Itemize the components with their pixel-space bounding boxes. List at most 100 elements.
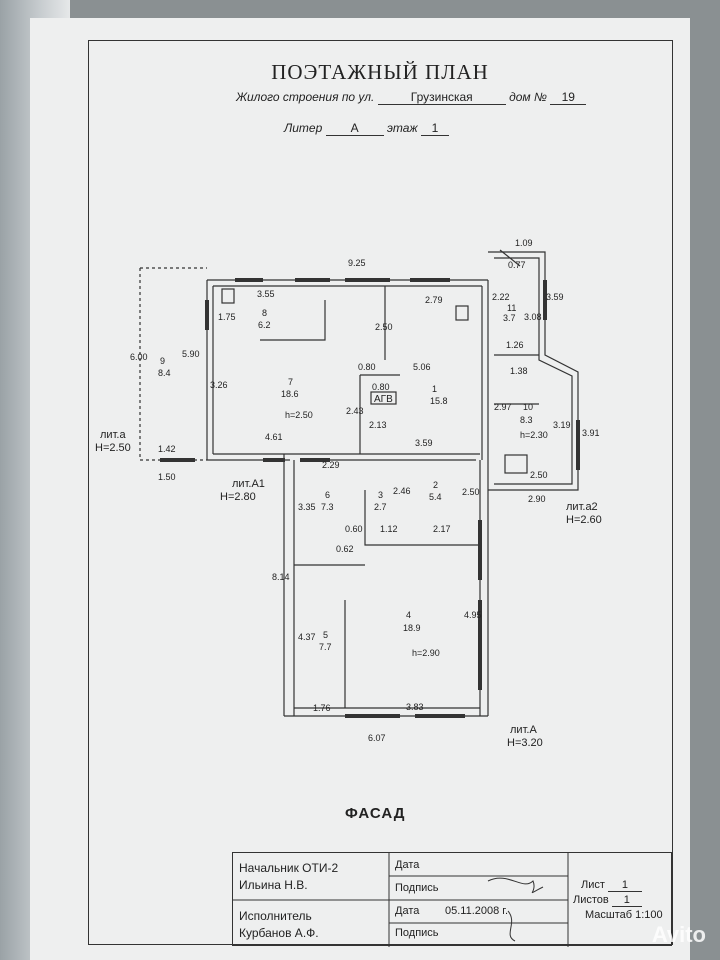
dim-label: 3.26 — [210, 380, 228, 390]
page-title: ПОЭТАЖНЫЙ ПЛАН — [271, 60, 489, 84]
agv-label: АГВ — [374, 394, 393, 405]
dim-label: 1.38 — [510, 366, 528, 376]
dim-label: 2.46 — [393, 486, 411, 496]
dim-label: 8.3 — [520, 415, 533, 425]
dim-label: 5.90 — [182, 349, 200, 359]
facade-label: ФАСАД — [345, 805, 406, 822]
dim-label: 1.26 — [506, 340, 524, 350]
role-2: Исполнитель — [239, 909, 312, 923]
dim-label: 1 — [432, 384, 437, 394]
dim-label: 15.8 — [430, 396, 448, 406]
dim-label: 5.4 — [429, 492, 442, 502]
liter-line: Литер А этаж 1 — [284, 121, 449, 136]
address-prefix: Жилого строения по ул. — [236, 90, 375, 104]
dim-label: 2.7 — [374, 502, 387, 512]
scale-label: Масштаб 1:100 — [585, 909, 663, 921]
lit-a2-label: лит.а2 — [566, 501, 598, 513]
house-label: дом № — [509, 90, 547, 104]
dim-label: 7.7 — [319, 642, 332, 652]
dim-label: 4 — [406, 610, 411, 620]
dim-label: 1.75 — [218, 312, 236, 322]
dim-label: 7.3 — [321, 502, 334, 512]
date-value: 05.11.2008 г. — [445, 905, 509, 917]
dim-label: 2.79 — [425, 295, 443, 305]
dim-label: 3.7 — [503, 313, 516, 323]
dim-label: 1.76 — [313, 703, 331, 713]
date-label-2: Дата — [395, 905, 420, 917]
dim-label: 2.29 — [322, 460, 340, 470]
dim-label: 3.59 — [546, 292, 564, 302]
sheet-line: Лист 1 — [581, 879, 642, 892]
dim-label: 3.08 — [524, 312, 542, 322]
dim-label: 8 — [262, 308, 267, 318]
liter-value: А — [325, 121, 384, 136]
dim-label: 2.50 — [375, 322, 393, 332]
dim-label: 3.59 — [415, 438, 433, 448]
lit-a1-height: H=2.80 — [220, 491, 256, 503]
dim-label: 5 — [323, 630, 328, 640]
dim-label: 0.80 — [372, 382, 390, 392]
dim-label: 6.00 — [130, 352, 148, 362]
dim-label: 2.50 — [462, 487, 480, 497]
title-block: Начальник ОТИ-2 Ильина Н.В. Исполнитель … — [232, 852, 672, 947]
liter-label: Литер — [284, 121, 323, 135]
lit-main-label: лит.А — [510, 724, 537, 736]
floor-label: этаж — [386, 121, 418, 135]
dim-label: 2.50 — [530, 470, 548, 480]
dim-label: 7 — [288, 377, 293, 387]
dim-label: 0.80 — [358, 362, 376, 372]
sheets-line: Листов 1 — [573, 894, 642, 907]
sign-label-1: Подпись — [395, 882, 439, 894]
sheets-label: Листов — [573, 894, 609, 906]
lit-main-height: H=3.20 — [507, 737, 543, 749]
drawing-frame — [88, 40, 673, 945]
dim-label: 2.22 — [492, 292, 510, 302]
document-sheet — [30, 18, 690, 960]
dim-label: 9.25 — [348, 258, 366, 268]
dim-label: 18.9 — [403, 623, 421, 633]
dim-label: 6.07 — [368, 733, 386, 743]
floor-value: 1 — [420, 121, 449, 136]
dim-label: 2.97 — [494, 402, 512, 412]
dim-label: h=2.90 — [412, 648, 440, 658]
lit-a-height: H=2.50 — [95, 442, 131, 454]
address-line: Жилого строения по ул. Грузинская дом № … — [236, 90, 587, 105]
sheet-value: 1 — [607, 879, 642, 892]
dim-label: 3.83 — [406, 702, 424, 712]
dim-label: 4.37 — [298, 632, 316, 642]
dim-label: 18.6 — [281, 389, 299, 399]
house-value: 19 — [550, 90, 587, 105]
dim-label: 1.12 — [380, 524, 398, 534]
dim-label: 6.2 — [258, 320, 271, 330]
dim-label: 10 — [523, 402, 533, 412]
dim-label: h=2.50 — [285, 410, 313, 420]
role-1: Начальник ОТИ-2 — [239, 861, 339, 875]
date-label-1: Дата — [395, 859, 420, 871]
dim-label: 1.42 — [158, 444, 176, 454]
dim-label: 3.55 — [257, 289, 275, 299]
dim-label: 9 — [160, 356, 165, 366]
dim-label: h=2.30 — [520, 430, 548, 440]
watermark: Avito — [651, 922, 706, 947]
sign-label-2: Подпись — [395, 927, 439, 939]
plan-dimensions: 9.25 1.09 0.77 2.22 3.08 3.59 3.55 2.79 … — [95, 238, 602, 749]
dim-label: 4.95 — [464, 610, 482, 620]
dim-label: 11 — [507, 303, 516, 313]
dim-label: 2.43 — [346, 406, 364, 416]
sheet-label: Лист — [581, 879, 605, 891]
name-1: Ильина Н.В. — [239, 878, 308, 892]
dim-label: 3.35 — [298, 502, 316, 512]
dim-label: 3.91 — [582, 428, 600, 438]
name-2: Курбанов А.Ф. — [239, 926, 319, 940]
dim-label: 0.60 — [345, 524, 363, 534]
title-block-grid — [233, 853, 569, 947]
dim-label: 8.14 — [272, 572, 290, 582]
dim-label: 8.4 — [158, 368, 171, 378]
dim-label: 0.62 — [336, 544, 354, 554]
dim-label: 4.61 — [265, 432, 283, 442]
dim-label: 2.17 — [433, 524, 451, 534]
sheets-value: 1 — [611, 894, 642, 907]
dim-label: 1.09 — [515, 238, 533, 248]
lit-a1-label: лит.А1 — [232, 478, 265, 490]
